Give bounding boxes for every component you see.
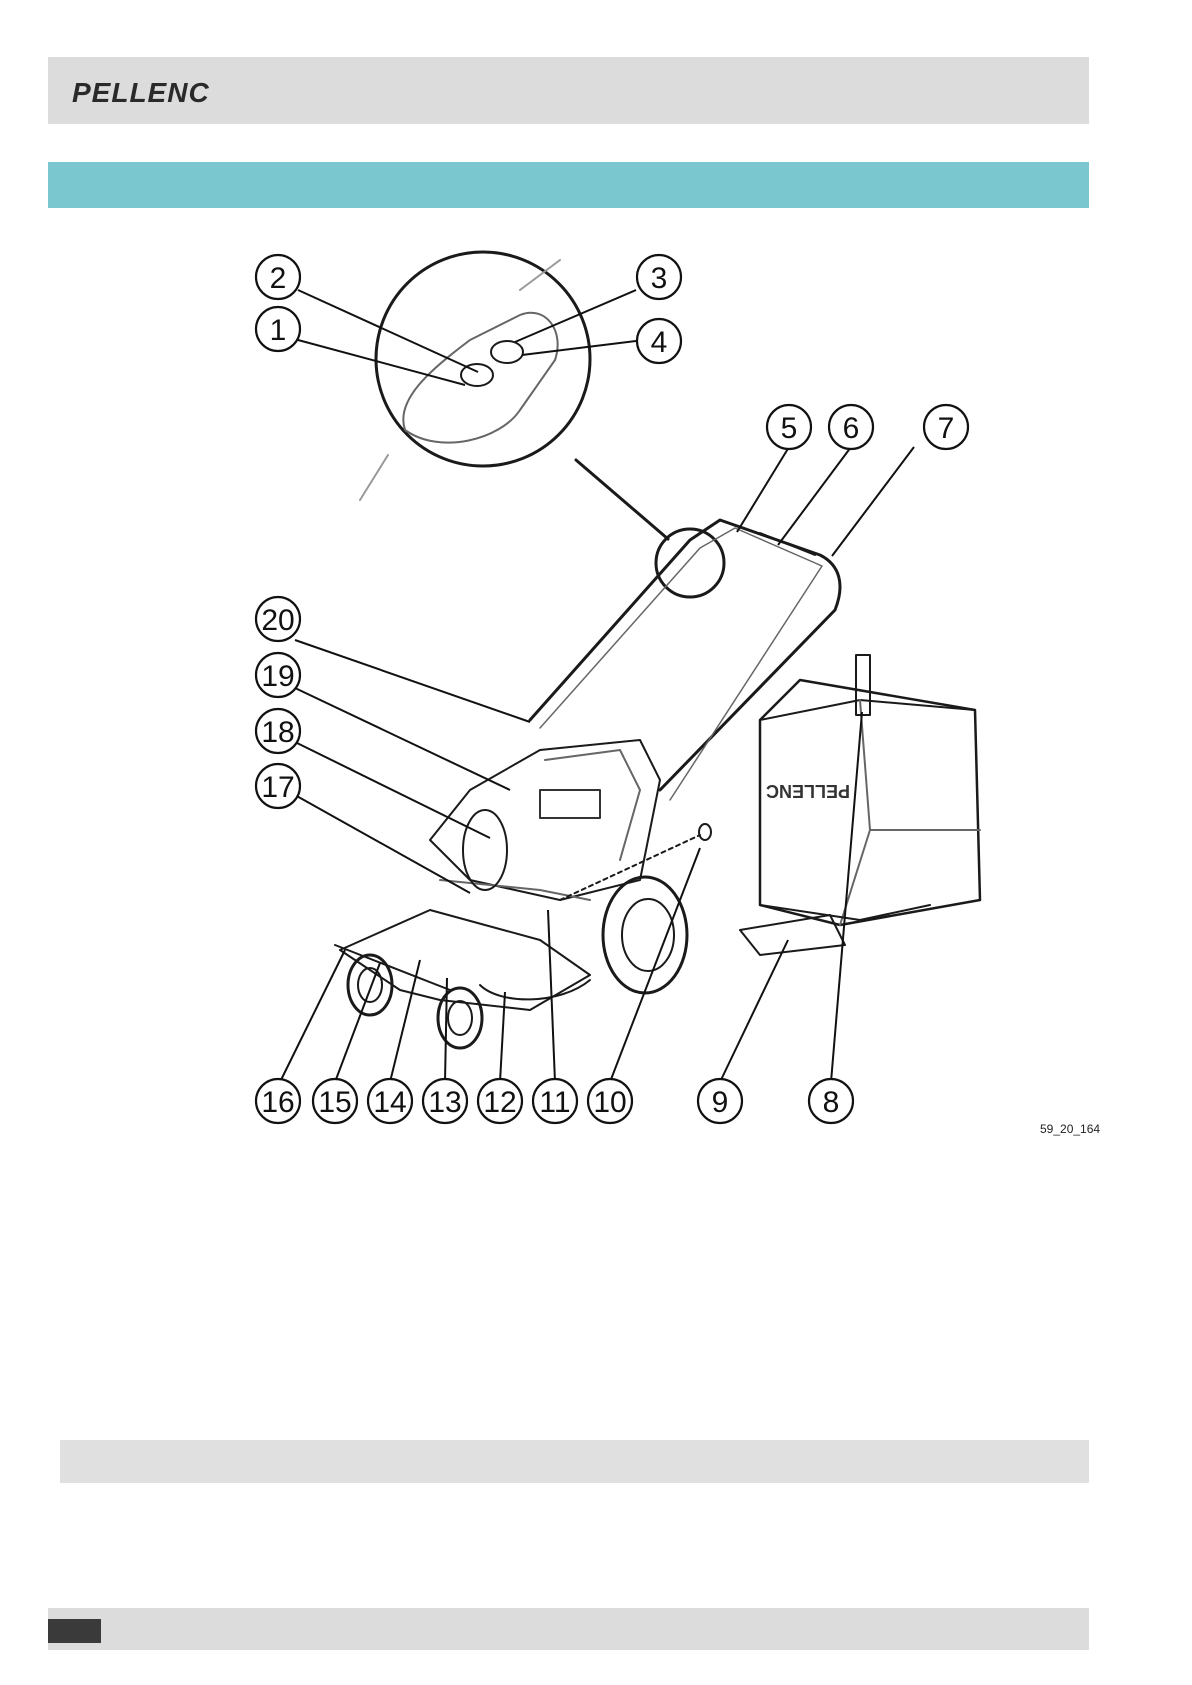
callout-6: 6: [843, 412, 860, 445]
footer-bar: [48, 1608, 1089, 1650]
callout-19: 19: [261, 660, 294, 693]
callout-14: 14: [373, 1086, 406, 1119]
callout-7: 7: [938, 412, 955, 445]
callout-20: 20: [261, 604, 294, 637]
callout-9: 9: [712, 1086, 729, 1119]
callout-12: 12: [483, 1086, 516, 1119]
figure-reference: 59_20_164: [1040, 1122, 1100, 1136]
callout-4: 4: [651, 326, 668, 359]
callout-3: 3: [651, 262, 668, 295]
callout-10: 10: [593, 1086, 626, 1119]
callout-5: 5: [781, 412, 798, 445]
callout-11: 11: [539, 1086, 570, 1119]
zoom-detail-circle: [376, 252, 590, 466]
callout-13: 13: [428, 1086, 461, 1119]
callout-8: 8: [823, 1086, 840, 1119]
svg-text:PELLENC: PELLENC: [766, 781, 850, 801]
callout-15: 15: [318, 1086, 351, 1119]
callout-1: 1: [270, 314, 287, 347]
callout-16: 16: [261, 1086, 294, 1119]
callout-17: 17: [261, 771, 294, 804]
callout-18: 18: [261, 716, 294, 749]
page-number-tab: [48, 1619, 101, 1643]
lower-section-bar: [60, 1440, 1089, 1483]
callout-2: 2: [270, 262, 287, 295]
